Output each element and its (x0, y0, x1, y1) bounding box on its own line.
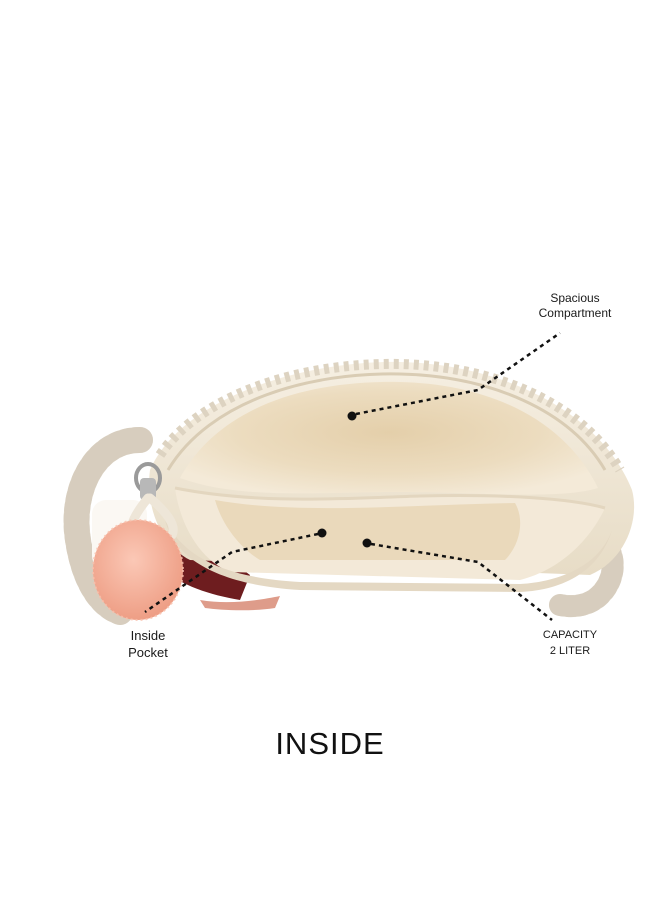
pouch-body (149, 358, 635, 592)
pocket-line1: Inside (130, 628, 166, 643)
capacity-line2: 2 LITER (549, 645, 591, 657)
callout-capacity (362, 538, 553, 621)
inside-pocket-label: Inside Pocket (108, 627, 188, 661)
callout-inside-pocket (144, 528, 327, 614)
callout-spacious-compartment (347, 331, 561, 421)
caption-title: INSIDE (275, 726, 385, 761)
pocket-line2: Pocket (128, 645, 168, 660)
spacious-line2: Compartment (538, 306, 612, 320)
capacity-line1: CAPACITY (542, 629, 598, 641)
spacious-line1: Spacious (550, 291, 600, 305)
capacity-label: CAPACITY 2 LITER (520, 627, 620, 659)
tassel (92, 493, 184, 621)
spacious-compartment-label: Spacious Compartment (520, 291, 630, 321)
